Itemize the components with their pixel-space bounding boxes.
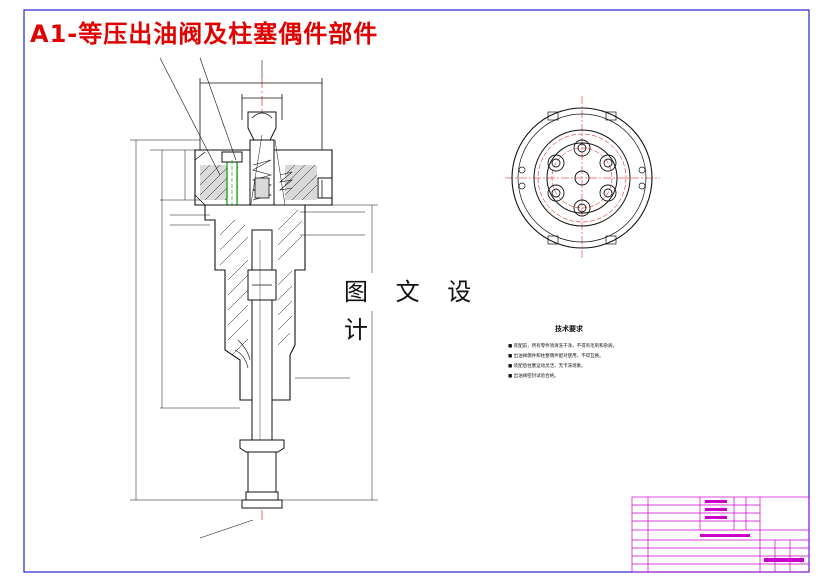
- tech-requirement-item: ■ 出油阀密封试验合格。: [508, 374, 559, 379]
- title-block: [631, 496, 810, 573]
- tech-requirement-item: ■ 装配后柱塞运动灵活，无卡滞现象。: [508, 364, 586, 369]
- section-view: [130, 57, 378, 539]
- drawing-title: A1-等压出油阀及柱塞偶件部件: [30, 20, 379, 48]
- outer-frame: [23, 9, 810, 573]
- tech-requirement-item: ■ 装配前，所有零件须清洗干净，不得有毛刺和杂质。: [508, 344, 618, 349]
- top-view: [505, 96, 660, 258]
- watermark-label: 图 文 设 计: [338, 273, 494, 344]
- tech-requirements-heading: 技术要求: [555, 325, 583, 333]
- tech-requirement-item: ■ 出油阀偶件和柱塞偶件配对使用，不得互换。: [508, 354, 604, 359]
- tech-requirements-list: ■ 装配前，所有零件须清洗干净，不得有毛刺和杂质。 ■ 出油阀偶件和柱塞偶件配对…: [508, 342, 617, 382]
